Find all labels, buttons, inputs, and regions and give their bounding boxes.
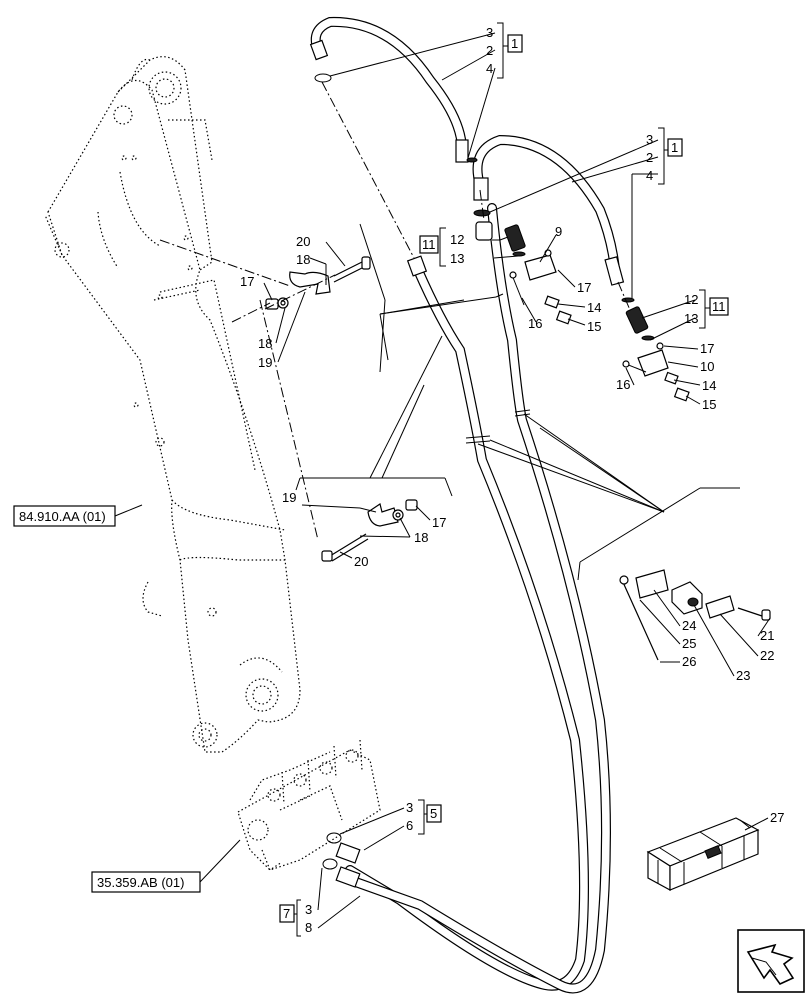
callout-27: 27 (770, 810, 784, 825)
control-valve (237, 739, 381, 871)
callout-4: 4 (646, 168, 653, 183)
callout-8: 8 (305, 920, 312, 935)
hose-fittings (309, 39, 655, 888)
callout-10: 10 (700, 359, 714, 374)
callout-box-1 (507, 34, 523, 53)
callout-15: 15 (702, 397, 716, 412)
callout-20: 20 (296, 234, 310, 249)
leader-lines (114, 32, 771, 929)
callout-4: 4 (486, 61, 493, 76)
callout-13: 13 (450, 251, 464, 266)
callout-17: 17 (577, 280, 591, 295)
callout-2: 2 (646, 150, 653, 165)
reference-label: 84.910.AA (01) (19, 509, 106, 524)
callout-17: 17 (432, 515, 446, 530)
callout-7: 7 (283, 906, 290, 921)
callout-box-11 (709, 297, 729, 316)
callout-5: 5 (430, 806, 437, 821)
parts-kit-crate-icon (646, 817, 760, 892)
reference-boom[interactable]: 84.910.AA (01) (13, 505, 116, 527)
upper-clamp-set (265, 256, 371, 310)
callout-17: 17 (700, 341, 714, 356)
callout-13: 13 (684, 311, 698, 326)
callout-19: 19 (282, 490, 296, 505)
callout-box-1 (667, 138, 683, 157)
callout-21: 21 (760, 628, 774, 643)
callout-box-5 (426, 804, 442, 823)
callout-12: 12 (450, 232, 464, 247)
callout-25: 25 (682, 636, 696, 651)
callout-box-11 (419, 235, 439, 254)
callout-labels: 3 2 4 1 3 2 4 1 11 12 13 9 17 14 16 15 1… (240, 22, 784, 937)
callout-2: 2 (486, 43, 493, 58)
callout-22: 22 (760, 648, 774, 663)
callout-14: 14 (702, 378, 716, 393)
callout-15: 15 (587, 319, 601, 334)
callout-12: 12 (684, 292, 698, 307)
callout-1: 1 (511, 36, 518, 51)
clamp-hardware (465, 249, 690, 444)
callout-19: 19 (258, 355, 272, 370)
reference-valve[interactable]: 35.359.AB (01) (91, 871, 201, 893)
callout-11: 11 (712, 299, 726, 314)
boom-arm (44, 56, 301, 753)
callout-3: 3 (305, 902, 312, 917)
callout-14: 14 (587, 300, 601, 315)
callout-3: 3 (646, 132, 653, 147)
callout-3: 3 (406, 800, 413, 815)
lower-clamp-set (321, 499, 418, 562)
callout-17: 17 (240, 274, 254, 289)
callout-3: 3 (486, 25, 493, 40)
callout-24: 24 (682, 618, 696, 633)
callout-16: 16 (616, 377, 630, 392)
callout-18: 18 (414, 530, 428, 545)
callout-16: 16 (528, 316, 542, 331)
callout-23: 23 (736, 668, 750, 683)
callout-18: 18 (258, 336, 272, 351)
callout-11: 11 (422, 237, 436, 252)
callout-9: 9 (555, 224, 562, 239)
callout-18: 18 (296, 252, 310, 267)
callout-6: 6 (406, 818, 413, 833)
next-page-arrow-icon[interactable] (737, 929, 805, 993)
callout-26: 26 (682, 654, 696, 669)
callout-20: 20 (354, 554, 368, 569)
callout-1: 1 (671, 140, 678, 155)
reference-label: 35.359.AB (01) (97, 875, 184, 890)
hydraulic-hoses (310, 16, 620, 994)
